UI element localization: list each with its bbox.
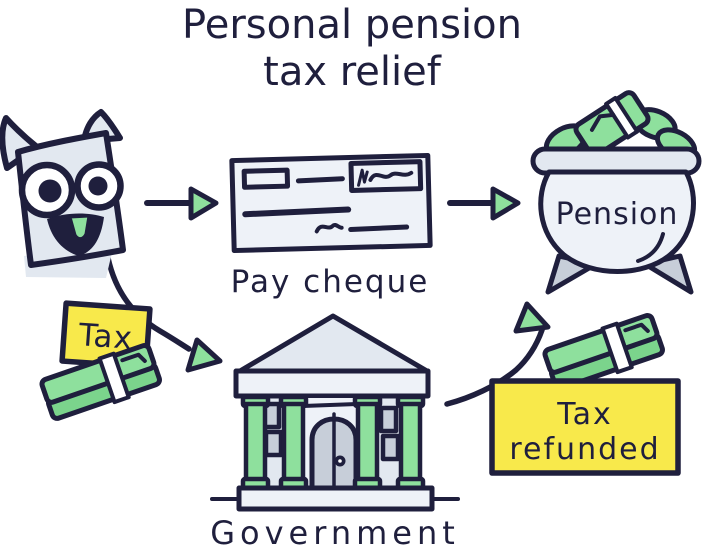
- government-label: Government: [210, 514, 460, 550]
- beam: [233, 368, 431, 399]
- right-pupil: [88, 176, 108, 196]
- left-ear: [0, 115, 40, 171]
- cheque-scribble: [357, 168, 369, 187]
- base-platform: [236, 485, 435, 512]
- title-line-1: Personal pension: [182, 2, 522, 48]
- money-stack-icon: [39, 343, 162, 421]
- cheque-line: [295, 176, 345, 184]
- cheque-line: [242, 206, 352, 218]
- pension-pot-icon: Pension: [530, 90, 702, 295]
- arrow-employee-to-government: [105, 255, 223, 373]
- banknote-bundle-icon: [573, 90, 651, 158]
- note-mark: [589, 112, 616, 132]
- cheque-icon: [229, 152, 433, 254]
- arrowhead-icon: [188, 186, 219, 221]
- window: [378, 405, 399, 434]
- banknote: [573, 90, 651, 158]
- arrowhead-icon: [513, 301, 551, 334]
- column: [398, 401, 423, 487]
- cheque-amount-box: [348, 159, 424, 193]
- arrow-employee-to-cheque: [144, 186, 219, 221]
- roof: [237, 313, 430, 374]
- window: [263, 429, 284, 458]
- band: [604, 95, 640, 140]
- tax-refunded-line-1: Tax: [556, 397, 613, 432]
- column: [243, 401, 268, 487]
- cheque-scribble: [368, 170, 414, 182]
- door-knob-dot: [338, 459, 342, 463]
- pay-cheque-label: Pay cheque: [231, 264, 430, 300]
- pension-label: Pension: [556, 197, 679, 232]
- lintel-line: [301, 402, 359, 408]
- signature-squiggle: [314, 222, 344, 234]
- money-stack-icon: [542, 313, 665, 391]
- arrow-government-to-pension: [444, 301, 551, 407]
- columns: [240, 394, 426, 492]
- note-mark: [623, 322, 650, 333]
- signature-line: [348, 224, 410, 232]
- column: [355, 401, 380, 487]
- arrowhead-icon: [185, 337, 223, 373]
- arrow-cheque-to-pension: [447, 186, 521, 221]
- band: [97, 351, 131, 405]
- arrowhead-icon: [490, 186, 521, 221]
- tax-refunded-box-bg: [489, 378, 681, 476]
- pot-rim: [530, 146, 702, 176]
- window: [380, 433, 401, 462]
- pot-shine: [636, 232, 665, 263]
- note-mark: [120, 352, 147, 363]
- tax-refunded-box: Tax refunded: [489, 378, 681, 476]
- arrow-curve: [105, 255, 192, 352]
- arrow-curve: [444, 327, 545, 407]
- band: [600, 321, 634, 375]
- diagram-title: Personal pension tax relief: [0, 2, 704, 96]
- tax-refunded-line-2: refunded: [509, 432, 660, 467]
- government-building-icon: Government: [210, 313, 460, 550]
- column: [281, 401, 306, 487]
- cheque-field-box: [241, 167, 291, 190]
- left-pupil: [38, 179, 62, 203]
- monster-face-icon: [0, 109, 126, 278]
- tooth: [68, 214, 91, 241]
- title-line-2: tax relief: [263, 49, 441, 95]
